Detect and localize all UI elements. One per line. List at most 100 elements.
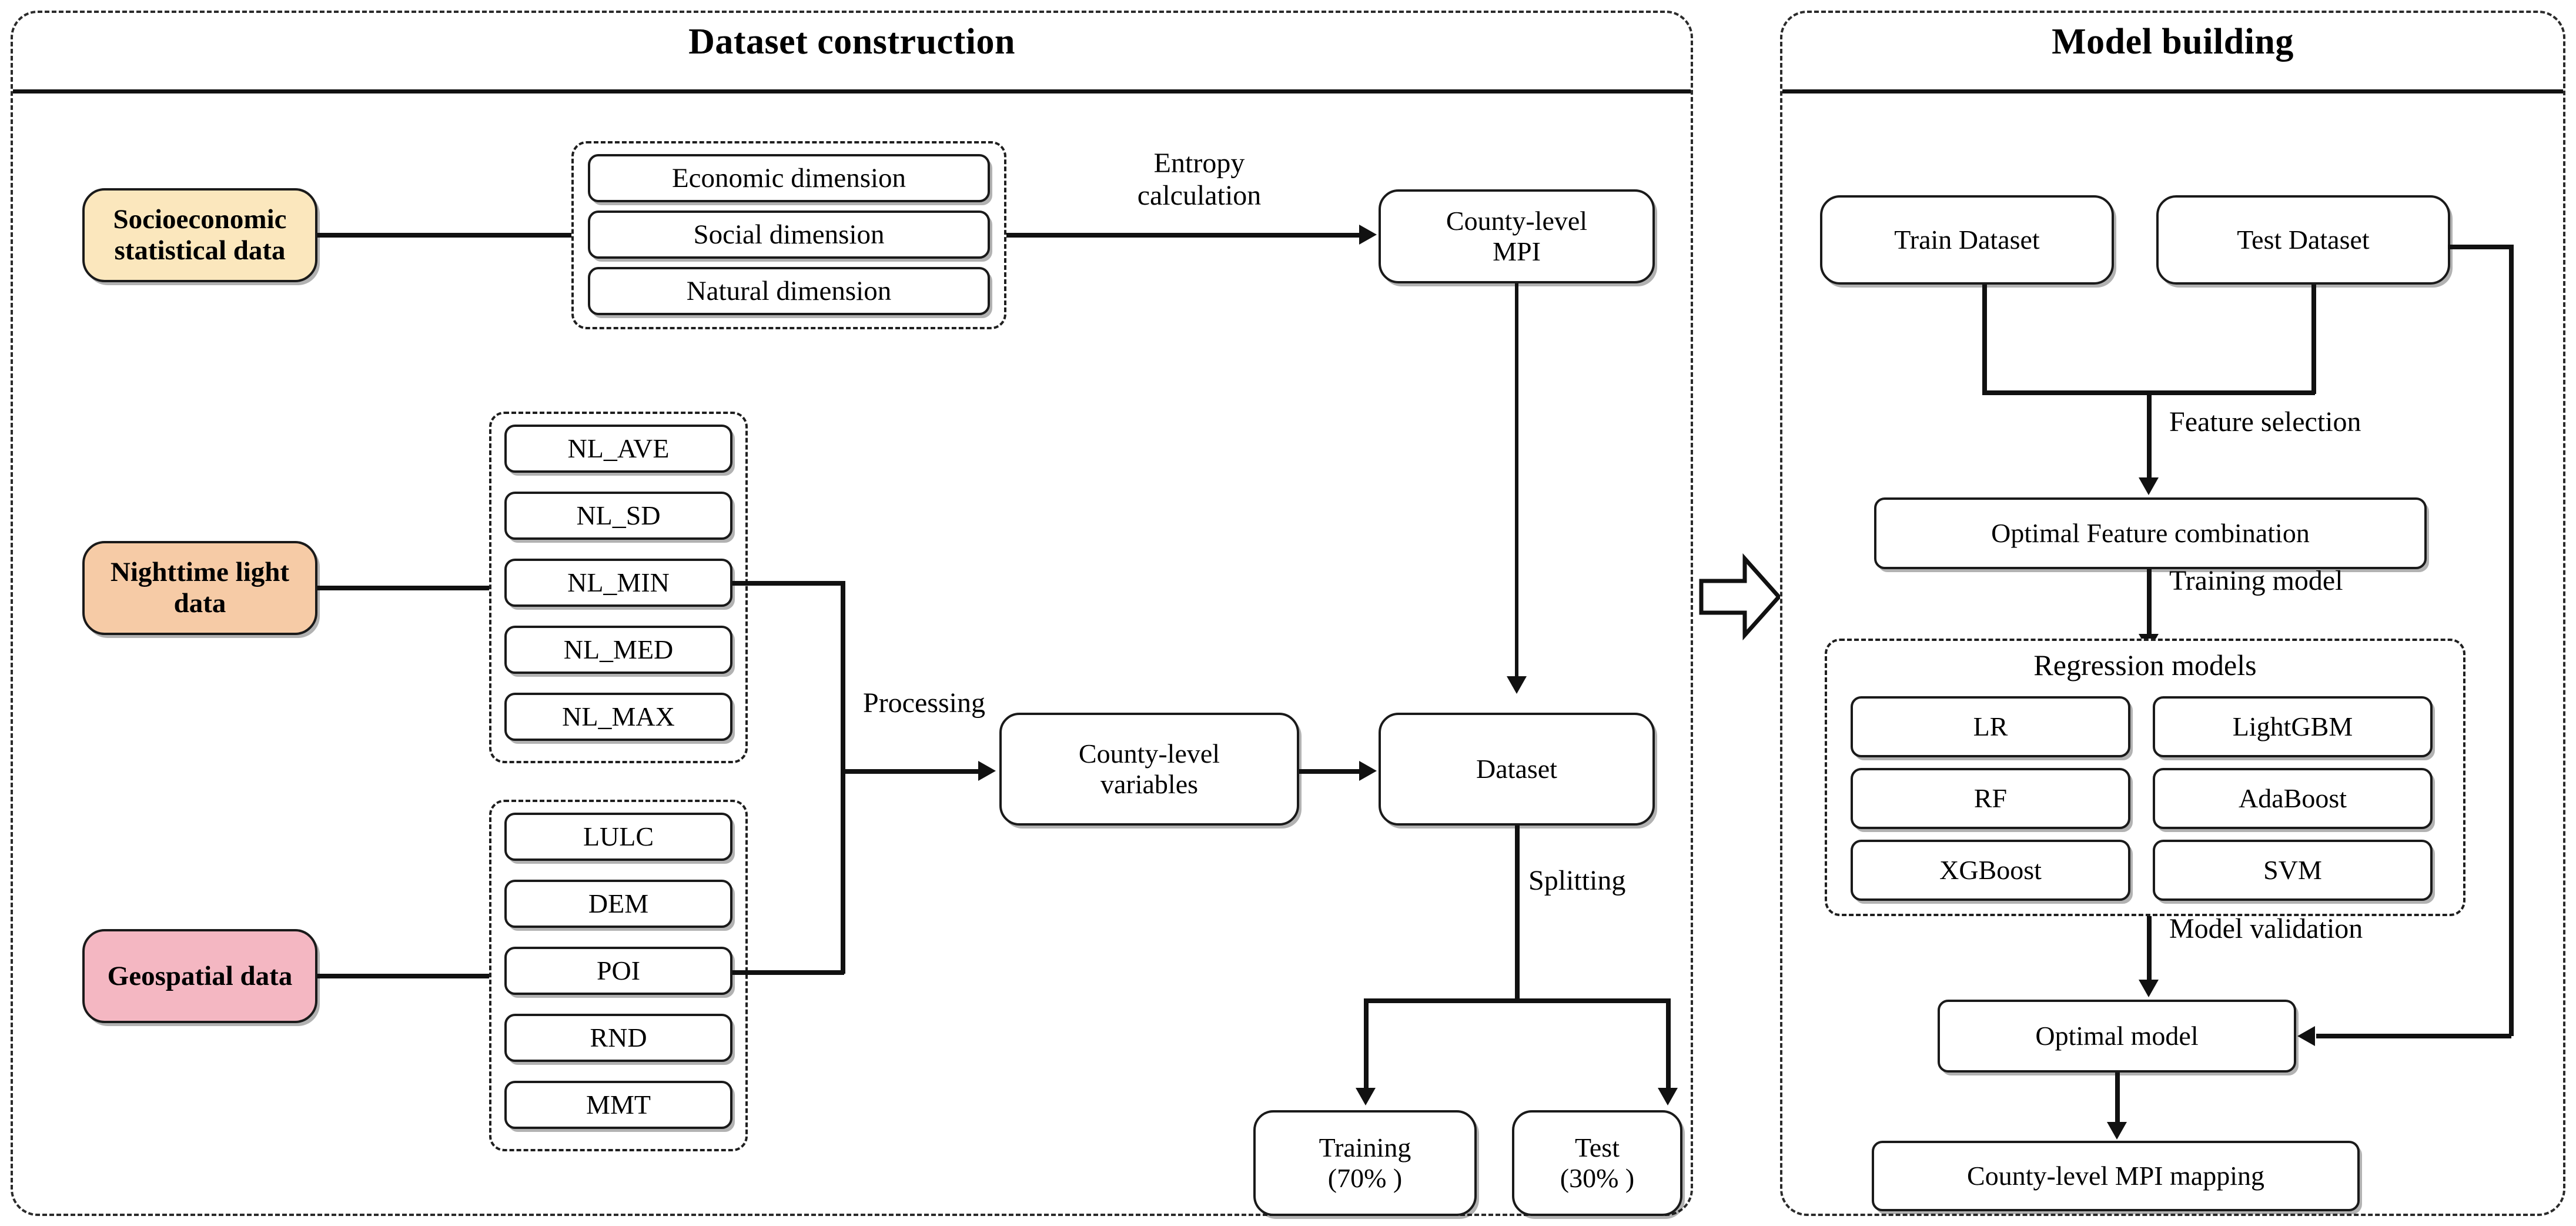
arrowhead-to-optimal-model-right [2297,1026,2315,1046]
label-model-rf: RF [1973,783,2008,814]
label-county-level-mpi: County-level MPI [1446,206,1588,266]
group-title-regression-models: Regression models [2033,649,2257,682]
arrowhead-to-training [1356,1088,1376,1105]
connector-socioeconomic-to-dimensions [317,233,576,238]
connector-feature-selection-stem [2147,390,2152,483]
group-item-model-rf[interactable]: RF [1851,768,2130,829]
group-item-nl-med[interactable]: NL_MED [504,626,732,674]
panel-title-dataset-construction: Dataset construction [688,22,1015,62]
edge-label-entropy-calculation: Entropy calculation [1137,148,1262,212]
group-item-nl-sd[interactable]: NL_SD [504,492,732,540]
connector-county-mpi-to-dataset [1515,283,1518,683]
label-economic-dimension: Economic dimension [671,162,906,193]
source-box-geospatial[interactable]: Geospatial data [82,929,317,1023]
connector-processing [841,769,982,774]
node-training-split[interactable]: Training (70% ) [1253,1110,1477,1216]
label-nl-sd: NL_SD [576,500,661,531]
panel-divider-left [13,89,1691,93]
connector-split-left [1364,998,1369,1093]
edge-label-feature-selection: Feature selection [2169,406,2361,437]
connector-train-down [1982,285,1987,394]
label-natural-dimension: Natural dimension [686,275,892,306]
edge-label-training-model: Training model [2169,565,2343,596]
group-item-lulc[interactable]: LULC [504,813,732,861]
connector-test-down [2311,285,2316,394]
node-county-level-variables[interactable]: County-level variables [999,713,1299,826]
label-dem: DEM [588,888,649,919]
label-dataset: Dataset [1476,754,1557,784]
arrowhead-to-test [1658,1088,1678,1105]
source-box-nighttime-light[interactable]: Nighttime light data [82,541,317,635]
node-dataset[interactable]: Dataset [1379,713,1655,826]
label-social-dimension: Social dimension [693,219,885,250]
edge-label-processing: Processing [863,687,985,719]
arrowhead-to-optimal-model [2139,980,2159,997]
label-nl-min: NL_MIN [567,567,670,598]
group-item-poi[interactable]: POI [504,947,732,995]
block-arrow-right-icon [1699,553,1782,641]
connector-optimal-model-to-mapping [2115,1073,2120,1129]
label-county-level-mpi-mapping: County-level MPI mapping [1967,1161,2264,1191]
group-item-model-svm[interactable]: SVM [2153,840,2433,901]
arrowhead-to-dataset-top [1507,676,1527,694]
connector-model-validation-stem [2147,916,2152,986]
label-test-dataset: Test Dataset [2237,225,2370,255]
source-box-socioeconomic[interactable]: Socioeconomic statistical data [82,188,317,282]
group-item-economic-dimension[interactable]: Economic dimension [588,154,990,202]
node-test-split[interactable]: Test (30% ) [1512,1110,1682,1216]
connector-variables-to-dataset [1299,769,1364,774]
panel-title-model-building: Model building [2052,22,2294,62]
group-item-nl-min[interactable]: NL_MIN [504,559,732,607]
edge-label-splitting: Splitting [1528,865,1626,896]
label-nl-max: NL_MAX [562,701,675,732]
label-model-xgboost: XGBoost [1939,855,2042,886]
connector-geo-group-out [732,970,844,975]
connector-dataset-splitting-stem [1515,826,1520,1002]
label-mmt: MMT [586,1090,651,1120]
group-item-dem[interactable]: DEM [504,880,732,928]
group-item-model-lr[interactable]: LR [1851,696,2130,757]
connector-split-right [1666,998,1671,1093]
group-item-model-xgboost[interactable]: XGBoost [1851,840,2130,901]
arrowhead-to-dataset-left [1359,761,1377,781]
group-item-nl-max[interactable]: NL_MAX [504,693,732,741]
label-training-split: Training (70% ) [1319,1133,1411,1193]
group-item-mmt[interactable]: MMT [504,1081,732,1129]
node-county-level-mpi-mapping[interactable]: County-level MPI mapping [1872,1141,2360,1211]
label-test-split: Test (30% ) [1560,1133,1635,1193]
label-nl-med: NL_MED [563,634,674,665]
label-model-adaboost: AdaBoost [2239,783,2347,814]
label-poi: POI [596,956,641,986]
connector-test-dataset-feedback-vertical [2509,245,2514,1036]
arrowhead-to-mpi-mapping [2107,1122,2127,1140]
label-county-level-variables: County-level variables [1078,739,1220,799]
connector-test-dataset-feedback-top [2448,245,2513,249]
label-nl-ave: NL_AVE [567,433,670,464]
label-optimal-model: Optimal model [2035,1021,2199,1051]
node-test-dataset[interactable]: Test Dataset [2156,195,2450,285]
node-county-level-mpi[interactable]: County-level MPI [1379,189,1655,283]
arrowhead-to-optimal-feature [2139,477,2159,495]
connector-split-bar [1364,998,1670,1003]
group-item-rnd[interactable]: RND [504,1014,732,1062]
connector-nighttime-to-nl-group [317,586,494,590]
group-item-model-adaboost[interactable]: AdaBoost [2153,768,2433,829]
node-train-dataset[interactable]: Train Dataset [1820,195,2114,285]
label-model-lightgbm: LightGBM [2232,711,2353,742]
source-label-geospatial: Geospatial data [107,960,293,991]
group-item-social-dimension[interactable]: Social dimension [588,211,990,259]
source-label-nighttime-light: Nighttime light data [110,557,290,619]
connector-geospatial-to-geo-group [317,974,494,978]
node-optimal-model[interactable]: Optimal model [1938,1000,2296,1073]
group-item-nl-ave[interactable]: NL_AVE [504,425,732,473]
arrowhead-to-county-mpi [1359,225,1377,245]
group-item-model-lightgbm[interactable]: LightGBM [2153,696,2433,757]
node-optimal-feature-combination[interactable]: Optimal Feature combination [1874,497,2427,569]
group-item-natural-dimension[interactable]: Natural dimension [588,267,990,315]
label-lulc: LULC [583,821,654,852]
label-model-svm: SVM [2263,855,2322,886]
source-label-socioeconomic: Socioeconomic statistical data [113,204,287,266]
connector-test-dataset-feedback-bottom [2316,1034,2511,1038]
label-optimal-feature-combination: Optimal Feature combination [1991,518,2310,549]
